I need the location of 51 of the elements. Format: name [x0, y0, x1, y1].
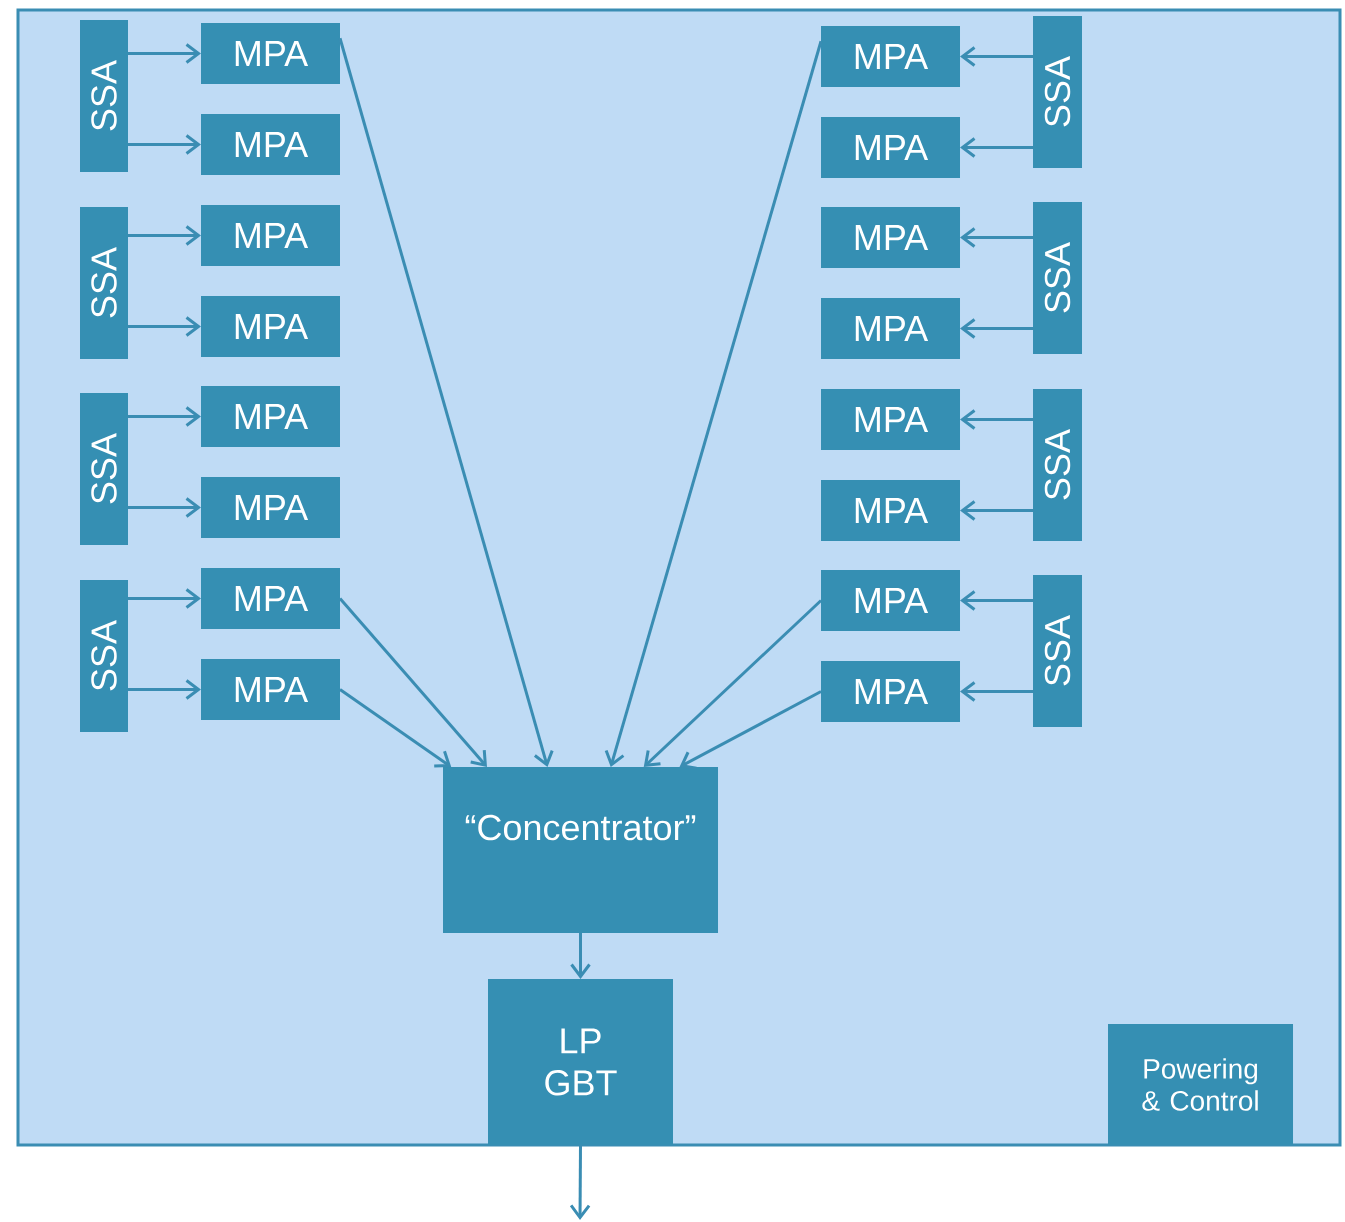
chip-box: SSA	[80, 20, 128, 172]
chip-box: MPA	[201, 386, 340, 447]
arrow	[128, 134, 201, 155]
chip-box: SSA	[1033, 202, 1082, 354]
chip-box: MPA	[821, 117, 960, 178]
arrow	[128, 316, 201, 337]
arrow	[960, 409, 1033, 430]
arrow	[128, 406, 201, 427]
control-box: Powering & Control	[1108, 1024, 1293, 1145]
chip-box: MPA	[201, 23, 340, 84]
chip-box: MPA	[201, 114, 340, 175]
chip-box: SSA	[80, 580, 128, 732]
arrow	[960, 500, 1033, 521]
chip-box: MPA	[821, 26, 960, 87]
chip-box: SSA	[1033, 575, 1082, 727]
arrow	[128, 588, 201, 609]
chip-box: MPA	[201, 477, 340, 538]
arrow	[570, 933, 591, 979]
chip-box: SSA	[1033, 389, 1082, 541]
transceiver-box: LP GBT	[488, 979, 673, 1145]
chip-box: MPA	[821, 480, 960, 541]
chip-box: MPA	[821, 389, 960, 450]
arrow	[679, 690, 822, 770]
arrow	[128, 497, 201, 518]
chip-box: SSA	[1033, 16, 1082, 168]
chip-box: MPA	[821, 570, 960, 631]
arrow	[128, 679, 201, 700]
chip-box: MPA	[201, 205, 340, 266]
arrow	[960, 590, 1033, 611]
concentrator-box: “Concentrator”	[443, 767, 718, 933]
arrow	[339, 688, 452, 768]
arrow	[960, 318, 1033, 339]
arrow	[960, 681, 1033, 702]
chip-box: MPA	[201, 568, 340, 629]
chip-box: MPA	[201, 659, 340, 720]
arrow	[128, 43, 201, 64]
chip-box: MPA	[821, 661, 960, 722]
arrow	[960, 227, 1033, 248]
arrow	[960, 46, 1033, 67]
arrow	[569, 1145, 591, 1220]
chip-box: MPA	[821, 207, 960, 268]
chip-box: SSA	[80, 207, 128, 359]
arrow	[960, 137, 1033, 158]
arrow	[338, 37, 554, 767]
arrow	[604, 40, 823, 767]
arrow	[643, 599, 823, 767]
chip-box: SSA	[80, 393, 128, 545]
chip-box: MPA	[821, 298, 960, 359]
arrow	[128, 225, 201, 246]
chip-box: MPA	[201, 296, 340, 357]
arrow	[338, 597, 487, 767]
